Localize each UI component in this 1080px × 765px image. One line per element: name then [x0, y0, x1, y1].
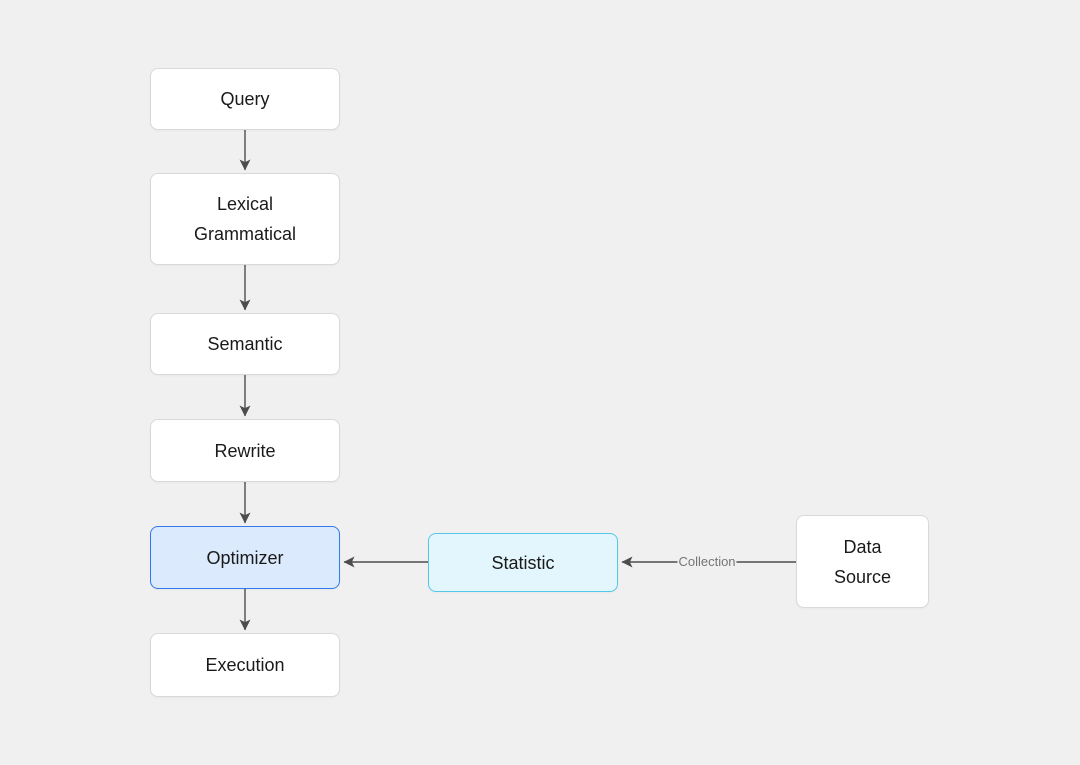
node-rewrite-label: Rewrite: [214, 440, 276, 461]
node-lexical-grammatical-line1: Lexical: [216, 194, 274, 214]
node-semantic-label: Semantic: [207, 334, 283, 354]
node-optimizer-label: Optimizer: [206, 547, 284, 568]
node-data-source-line1: Data: [843, 536, 882, 557]
node-rewrite: Rewrite: [150, 419, 340, 482]
node-execution: Execution: [150, 633, 340, 697]
node-query: Query: [150, 68, 340, 130]
node-statistic: Statistic: [428, 533, 618, 592]
node-execution-label: Execution: [205, 655, 285, 675]
node-statistic-label: Statistic: [491, 552, 555, 573]
node-query-label: Query: [220, 89, 270, 109]
node-data-source: Data Source: [796, 515, 929, 608]
node-data-source-line2: Source: [833, 566, 892, 587]
edge-label-collection: Collection: [677, 554, 737, 570]
node-optimizer: Optimizer: [150, 526, 340, 589]
node-lexical-grammatical: Lexical Grammatical: [150, 173, 340, 265]
node-semantic: Semantic: [150, 313, 340, 375]
node-lexical-grammatical-line2: Grammatical: [193, 224, 296, 244]
